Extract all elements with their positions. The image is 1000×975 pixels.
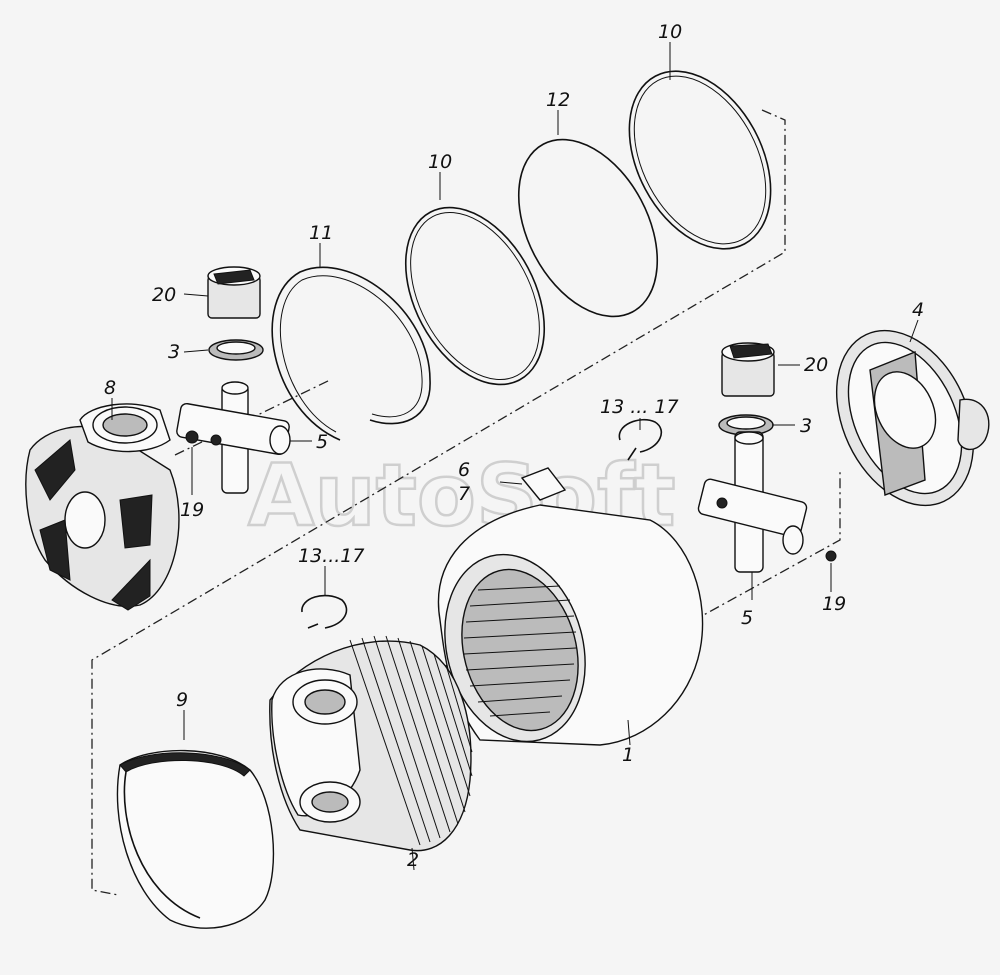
callout-3-left: 3 [168, 341, 180, 363]
hub-2 [269, 635, 473, 852]
callout-10-mid: 10 [428, 151, 452, 173]
ring-10-mid [404, 206, 546, 386]
callout-20-right: 20 [804, 354, 828, 376]
ring-9 [116, 749, 275, 929]
callout-6: 6 [458, 459, 470, 481]
callout-13-17-right: 13 ... 17 [600, 396, 679, 418]
callout-4: 4 [912, 299, 924, 321]
callout-5-right: 5 [741, 607, 753, 629]
cover-4 [835, 329, 990, 507]
callout-5-left: 5 [316, 431, 328, 453]
callout-9: 9 [176, 689, 188, 711]
plate-6-7 [520, 467, 567, 501]
grease-nipple-19-left [185, 430, 199, 444]
callout-7: 7 [458, 483, 470, 505]
callout-1: 1 [622, 744, 634, 766]
callout-10-top: 10 [658, 21, 682, 43]
ring-10-top [628, 70, 772, 250]
grease-nipple-19-right [825, 550, 837, 562]
callout-20-left: 20 [152, 284, 176, 306]
callout-8: 8 [104, 377, 116, 399]
circlip-13-17-right [618, 418, 663, 461]
flange-yoke-8 [25, 403, 180, 611]
callout-11: 11 [309, 222, 333, 244]
callout-12: 12 [546, 89, 570, 111]
ring-12 [517, 138, 659, 318]
callout-19-right: 19 [822, 593, 846, 615]
ring-11 [271, 266, 431, 441]
callout-3-right: 3 [800, 415, 812, 437]
housing-1 [437, 504, 704, 746]
callout-13-17-left: 13...17 [298, 545, 364, 567]
circlip-13-17-left [301, 594, 348, 629]
bearing-cap-20-left [207, 266, 261, 319]
cross-spider-5-right [697, 431, 808, 573]
callout-2: 2 [407, 849, 419, 871]
callout-19-left: 19 [180, 499, 204, 521]
seal-3-left [208, 339, 264, 361]
cross-spider-5-left [176, 381, 291, 494]
bearing-cap-20-right [721, 342, 775, 397]
leader-lines [111, 42, 919, 871]
